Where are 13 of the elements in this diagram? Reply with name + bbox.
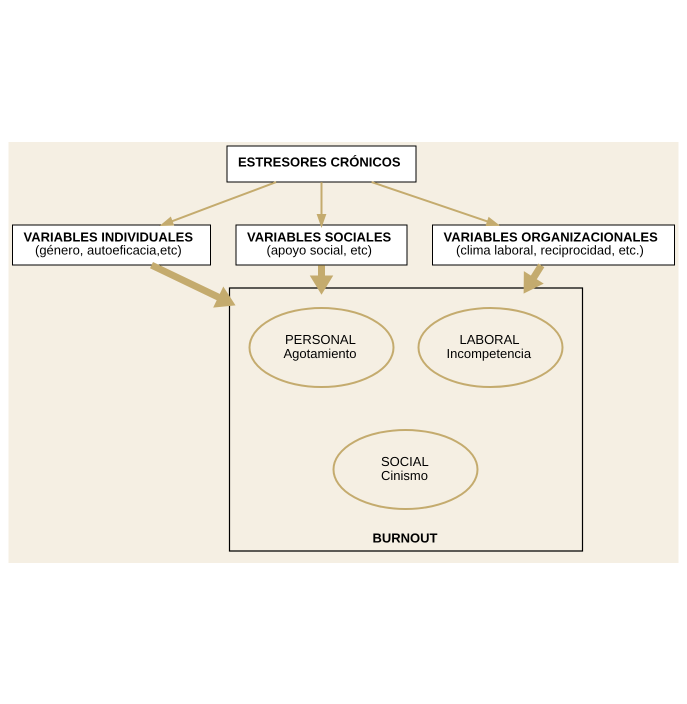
node-ellipse: SOCIAL Cinismo	[332, 428, 478, 510]
arrow	[371, 180, 500, 226]
arrow	[524, 263, 544, 294]
arrow	[159, 180, 277, 226]
node-box: VARIABLES ORGANIZACIONALES (clima laboral, reciprocidad, etc.)	[432, 224, 675, 265]
node-ellipse: LABORAL Incompetencia	[418, 306, 564, 388]
node-box: ESTRESORES CRÓNICOS	[226, 145, 416, 182]
arrow	[150, 261, 236, 308]
node-ellipse: PERSONAL Agotamiento	[248, 306, 394, 388]
arrow	[310, 264, 334, 294]
node-box: VARIABLES INDIVIDUALES (género, autoeficacia,etc)	[12, 224, 211, 265]
node-box: VARIABLES SOCIALES (apoyo social, etc)	[236, 224, 408, 265]
arrow	[316, 182, 326, 228]
